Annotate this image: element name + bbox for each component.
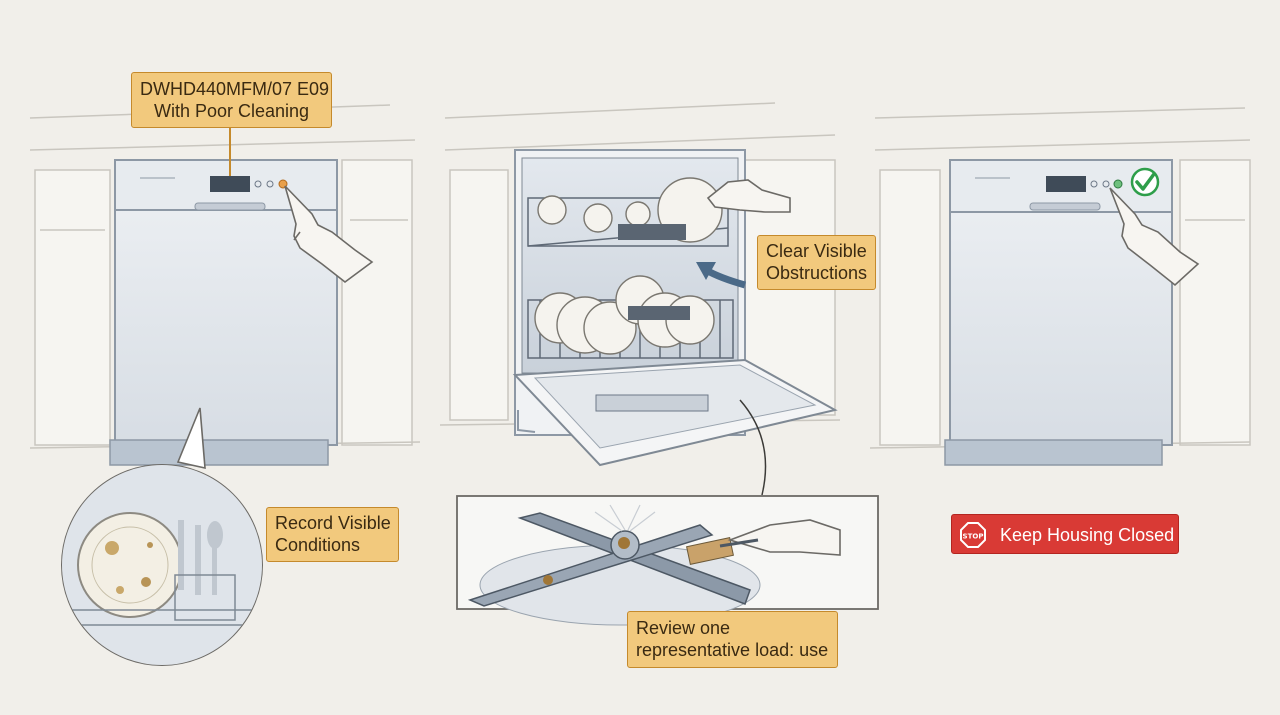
record-conditions-label-line1: Record Visible [275,513,391,533]
magnified-dirty-dishes-view [61,407,263,666]
kitchen-cabinets-background [29,102,1251,449]
model-error-label-line2: With Poor Cleaning [153,101,310,121]
review-load-label-line2: representative load: use [636,640,829,660]
dishwasher-closed-left [109,128,338,466]
model-error-label: DWHD440MFM/07 E09 With Poor Cleaning [131,72,332,128]
record-conditions-label-line2: Conditions [275,535,361,555]
clear-obstructions-label-line2: Obstructions [766,263,868,283]
record-conditions-label: Record Visible Conditions [266,507,399,562]
review-load-label-line1: Review one [636,618,731,638]
clear-obstructions-label: Clear Visible Obstructions [757,235,876,290]
dishwasher-closed-right [944,159,1173,466]
dishwasher-open-center [512,149,838,496]
spray-arm-cleaning-inset [456,495,879,626]
keep-housing-closed-badge: STOP Keep Housing Closed [951,514,1179,554]
keep-housing-closed-text: Keep Housing Closed [1000,525,1175,545]
clear-obstructions-label-line1: Clear Visible [766,241,867,261]
stop-sign-text: STOP [963,533,984,541]
model-error-label-line1: DWHD440MFM/07 E09 [140,79,330,99]
checkmark-icon [1130,167,1160,197]
hand-pressing-button-right [1109,187,1200,287]
hand-pressing-button-left [284,185,374,284]
review-load-label: Review one representative load: use [627,611,838,668]
stop-sign-icon: STOP [960,522,986,548]
curved-arrow-icon [696,262,746,289]
hand-removing-plate [706,179,791,213]
